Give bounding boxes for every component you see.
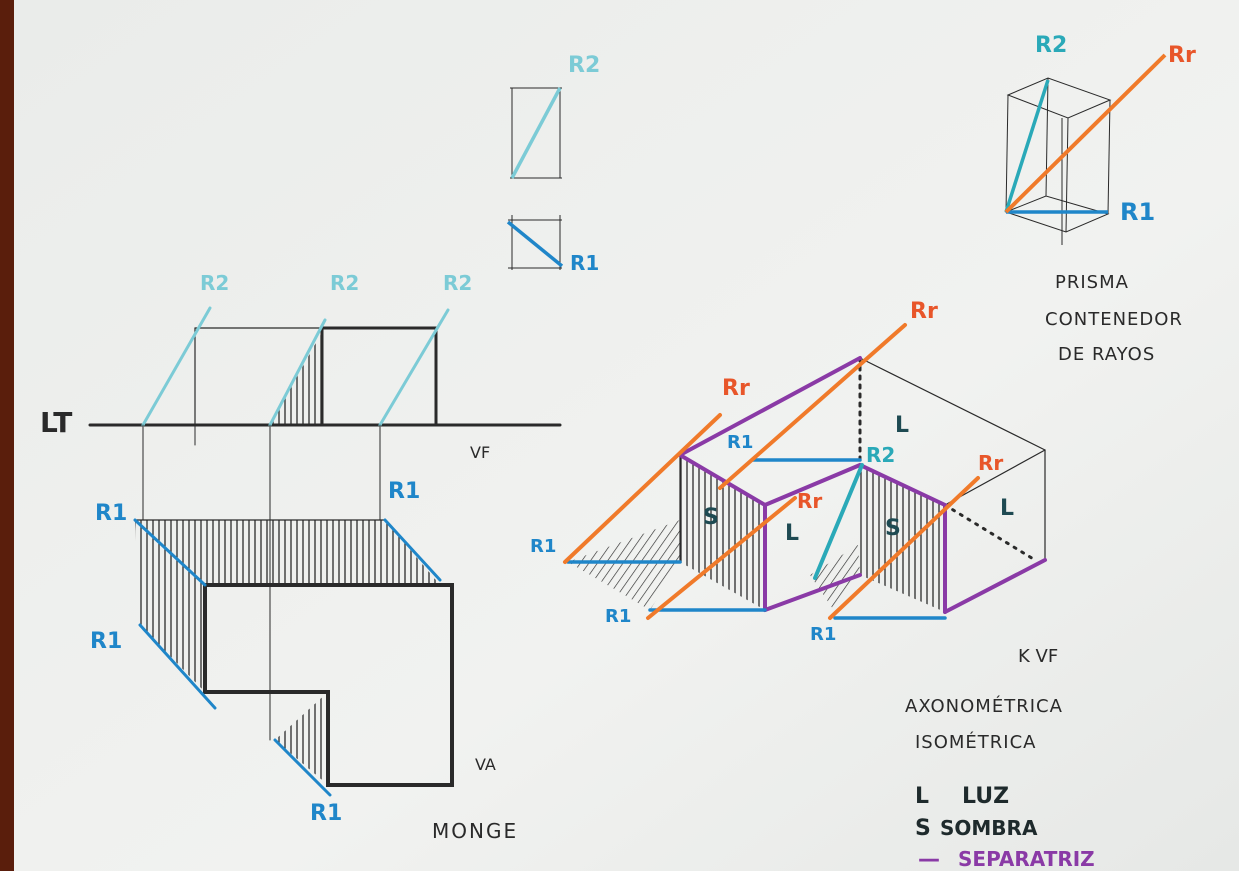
vf-label: VF xyxy=(470,443,490,462)
lt-label: LT xyxy=(40,406,72,439)
monge-r1-label-3: R1 xyxy=(90,629,122,654)
axono-l-label-3: L xyxy=(1000,496,1014,521)
va-label: VA xyxy=(475,755,496,774)
prism-rr-label: Rr xyxy=(1168,43,1196,68)
prism-r2-label: R2 xyxy=(1035,33,1067,58)
prism-caption-line-2: CONTENEDOR xyxy=(1045,309,1183,330)
legend: L LUZ S SOMBRA — SEPARATRIZ xyxy=(915,784,1095,871)
legend-text-sombra: SOMBRA xyxy=(940,816,1038,840)
axono-r1-label-2: R1 xyxy=(605,606,631,627)
monge-r1-label-4: R1 xyxy=(310,801,342,826)
prism-r1-label: R1 xyxy=(1120,198,1155,226)
axono-l-label-2: L xyxy=(785,521,799,546)
monge-r2-label-3: R2 xyxy=(443,271,472,295)
axono-rr-label-1: Rr xyxy=(910,299,938,324)
axono-drawing xyxy=(563,323,1047,620)
small-r2-label: R2 xyxy=(568,53,600,78)
prism-drawing xyxy=(1004,53,1167,245)
va-shadow-top xyxy=(135,520,440,585)
axono-r1-label-3: R1 xyxy=(810,624,836,645)
axono-rr-label-2: Rr xyxy=(722,376,750,401)
axono-s-label-2: S xyxy=(885,516,901,541)
legend-key-separatriz: — xyxy=(918,847,940,871)
axono-caption-line-2: ISOMÉTRICA xyxy=(915,731,1037,753)
axono-rr-label-3: Rr xyxy=(797,489,822,513)
axono-r1-label-1: R1 xyxy=(530,536,556,557)
separatrix-4 xyxy=(763,573,862,612)
axono-caption-line-1: AXONOMÉTRICA xyxy=(905,695,1063,717)
axono-r2-label: R2 xyxy=(866,443,895,467)
prism-caption-line-1: PRISMA xyxy=(1055,272,1129,293)
separatrix-3 xyxy=(763,462,947,614)
axono-kvf-label: K VF xyxy=(1018,646,1058,667)
paper xyxy=(14,0,1239,871)
separatrix-5 xyxy=(943,558,1047,614)
axono-shadow-face-2 xyxy=(860,465,945,612)
small-projections xyxy=(506,87,564,270)
va-outline xyxy=(203,583,454,787)
axono-rr-label-4: Rr xyxy=(978,451,1003,475)
legend-key-s: S xyxy=(915,816,931,841)
monge-r1-label-2: R1 xyxy=(388,479,420,504)
monge-drawing xyxy=(88,306,562,797)
axono-floor-shadow-2 xyxy=(810,545,860,612)
legend-text-separatriz: SEPARATRIZ xyxy=(958,847,1095,871)
monge-r2-label-2: R2 xyxy=(330,271,359,295)
monge-r2-label-1: R2 xyxy=(200,271,229,295)
legend-text-luz: LUZ xyxy=(962,784,1009,809)
monge-label: MONGE xyxy=(432,819,518,843)
prism-caption-line-3: DE RAYOS xyxy=(1058,344,1155,365)
va-shadow-left xyxy=(135,520,205,692)
axono-r1-label-4: R1 xyxy=(727,432,753,453)
va-shadow-corner xyxy=(275,692,328,785)
axono-floor-shadow-1 xyxy=(568,520,680,610)
axono-s-label-1: S xyxy=(703,505,719,530)
separatrix-1 xyxy=(678,356,862,457)
axono-l-label-1: L xyxy=(895,413,909,438)
legend-key-l: L xyxy=(915,784,929,809)
monge-r1-label-1: R1 xyxy=(95,501,127,526)
small-r1-label: R1 xyxy=(570,251,599,275)
